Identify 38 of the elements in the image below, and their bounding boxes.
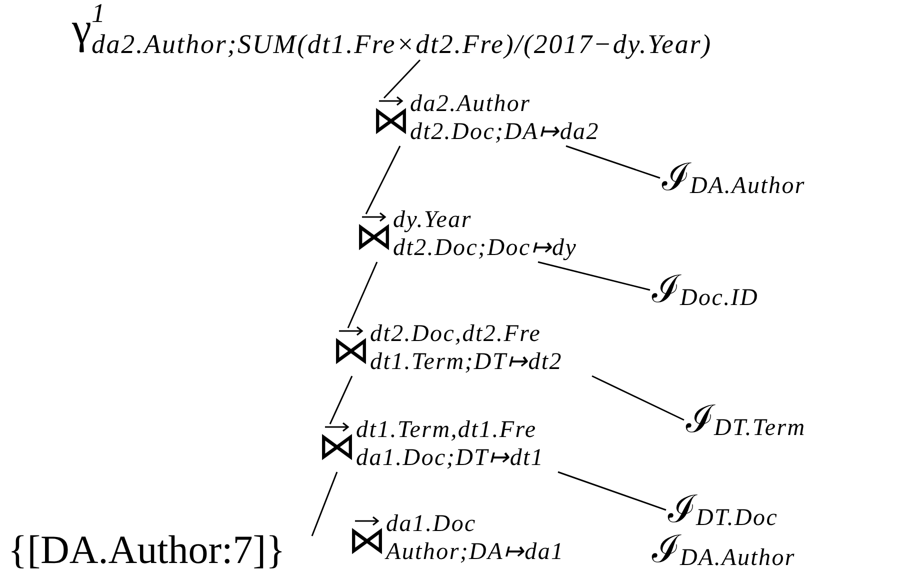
subscript: dt2.Doc;DA↦da2: [410, 120, 600, 144]
math-symbol: ⋈: [332, 332, 370, 370]
tree-line: [383, 59, 421, 99]
math-symbol: {[DA.Author:7]}: [8, 530, 286, 570]
subscript: dt1.Term;DT↦dt2: [370, 350, 562, 374]
superscript: dy.Year: [393, 208, 473, 232]
tree-line: [566, 145, 660, 179]
subscript: da2.Author;SUM(dt1.Fre×dt2.Fre)/(2017−dy.Year): [91, 31, 712, 58]
subscript: DT.Doc: [696, 506, 778, 530]
superscript: da2.Author: [410, 92, 532, 116]
tree-line: [365, 146, 401, 214]
subscript: DA.Author: [690, 174, 806, 198]
tree-line: [311, 472, 338, 536]
subscript: DA.Author: [680, 546, 796, 570]
math-symbol: ⋈: [372, 102, 410, 140]
math-symbol: ⋈: [348, 522, 386, 560]
tree-line: [538, 261, 650, 291]
superscript: dt2.Doc,dt2.Fre: [370, 322, 542, 346]
tree-line: [592, 375, 684, 421]
subscript: Author;DA↦da1: [386, 540, 564, 564]
subscript: Doc.ID: [680, 286, 759, 310]
math-symbol: ⋈: [355, 218, 393, 256]
math-symbol: ℐ: [652, 531, 680, 569]
math-symbol: ⋈: [318, 428, 356, 466]
superscript: 1: [91, 0, 108, 27]
tree-line: [329, 376, 353, 424]
math-symbol: ℐ: [662, 159, 690, 197]
math-symbol: ℐ: [668, 491, 696, 529]
superscript: dt1.Term,dt1.Fre: [356, 418, 538, 442]
subscript: DT.Term: [714, 416, 806, 440]
math-symbol: ℐ: [686, 401, 714, 439]
subscript: dt2.Doc;Doc↦dy: [393, 236, 578, 260]
tree-line: [347, 262, 378, 328]
subscript: da1.Doc;DT↦dt1: [356, 446, 544, 470]
tree-line: [558, 471, 666, 511]
superscript: da1.Doc: [386, 512, 478, 536]
math-symbol: ℐ: [652, 271, 680, 309]
math-symbol: γ: [72, 7, 92, 51]
